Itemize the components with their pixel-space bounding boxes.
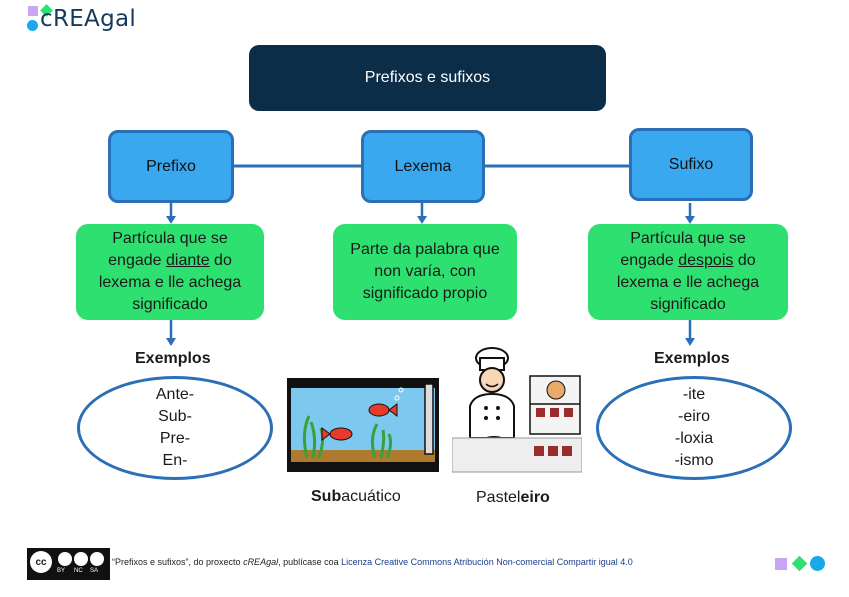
brand-circle-icon: [810, 556, 825, 571]
footer-license-link[interactable]: Licenza Creative Commons Atribución Non-…: [341, 557, 633, 567]
footer-project: cREAgal: [243, 557, 279, 567]
baker-caption-stem: Pastel: [476, 489, 521, 506]
brand-square-icon: [775, 558, 787, 570]
definition-prefixo: Partícula que se engade diante do lexema…: [76, 224, 264, 320]
nc-label: NC: [74, 568, 83, 574]
prefix-example: Sub-: [158, 408, 192, 425]
definition-sufixo-emph: despois: [678, 252, 734, 269]
definition-prefixo-before: Partícula que se engade: [108, 230, 228, 269]
logo-square-icon: [28, 6, 38, 16]
footer-quote: “Prefixos e sufixos”, do proxecto: [112, 557, 244, 567]
logo-text: cREAgal: [40, 6, 137, 32]
sa-icon: [90, 552, 104, 566]
nc-icon: [74, 552, 88, 566]
footer-middle: , publícase coa: [278, 557, 342, 567]
definition-prefixo-after: do lexema e lle achega significado: [98, 252, 242, 313]
node-prefixo: Prefixo: [108, 130, 234, 203]
suffix-example: -ismo: [674, 452, 714, 469]
cc-icon: cc: [30, 551, 52, 573]
prefix-example: Ante-: [155, 386, 195, 403]
definition-sufixo: Partícula que se engade despois do lexem…: [588, 224, 788, 320]
aquarium-caption-prefix: Sub: [311, 488, 342, 505]
by-label: BY: [57, 568, 66, 574]
prefix-examples-ellipse: Ante- Sub- Pre- En-: [77, 376, 273, 480]
aquarium-caption: Subacuático: [311, 488, 401, 506]
definition-lexema: Parte da palabra que non varía, con sign…: [333, 224, 517, 320]
suffix-examples-title: Exemplos: [654, 350, 730, 367]
cc-license-badge[interactable]: cc BY NC SA: [27, 548, 110, 580]
by-icon: [58, 552, 72, 566]
definition-sufixo-after: do lexema e lle achega significado: [616, 252, 760, 313]
suffix-examples-ellipse: -ite -eiro -loxia -ismo: [596, 376, 792, 480]
aquarium-caption-rest: acuático: [341, 488, 401, 505]
node-sufixo: Sufixo: [629, 128, 753, 201]
prefix-example: Pre-: [159, 430, 191, 447]
definition-lexema-text: Parte da palabra que non varía, con sign…: [350, 241, 500, 302]
sa-label: SA: [90, 568, 99, 574]
baker-caption-suffix: eiro: [520, 489, 550, 506]
footer-attribution: “Prefixos e sufixos”, do proxecto cREAga…: [112, 557, 633, 567]
definition-sufixo-before: Partícula que se engade: [620, 230, 746, 269]
prefix-examples-title: Exemplos: [135, 350, 211, 367]
definition-prefixo-emph: diante: [166, 252, 210, 269]
logo-circle-icon: [27, 20, 38, 31]
suffix-example: -eiro: [677, 408, 710, 425]
suffix-example: -loxia: [674, 430, 714, 447]
suffix-example: -ite: [682, 386, 706, 403]
node-lexema: Lexema: [361, 130, 485, 203]
aquarium-icon: [287, 378, 439, 472]
baker-caption: Pasteleiro: [476, 489, 550, 507]
baker-icon: [452, 347, 582, 473]
diagram-title: Prefixos e sufixos: [249, 45, 606, 111]
prefix-example: En-: [162, 452, 188, 469]
